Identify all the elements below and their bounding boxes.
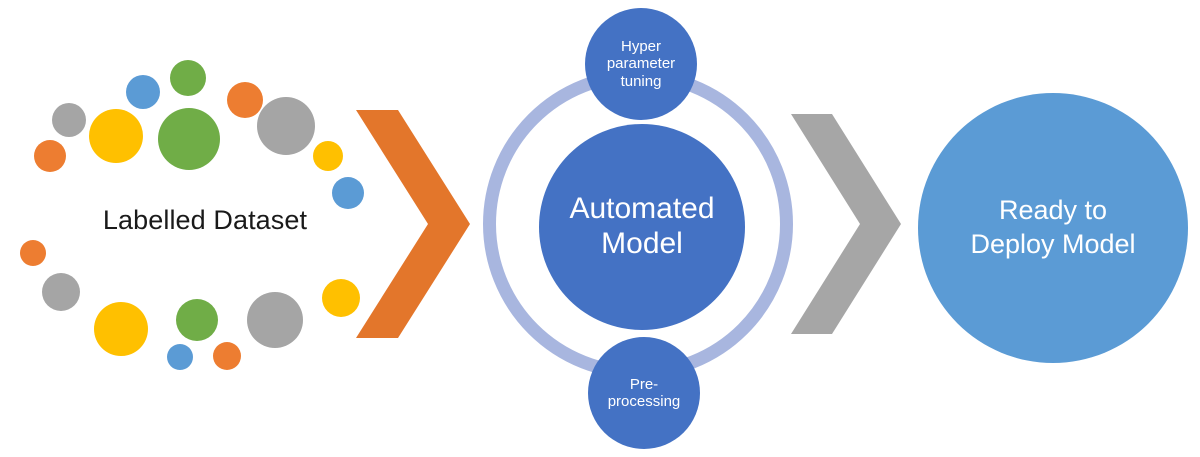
dataset-dot-blue bbox=[167, 344, 193, 370]
hyperparameter-tuning-label: Hyper parameter tuning bbox=[606, 37, 676, 90]
dataset-dot-orange bbox=[213, 342, 241, 370]
dataset-dot-yellow bbox=[322, 279, 360, 317]
dataset-dot-blue bbox=[126, 75, 160, 109]
dataset-dot-green bbox=[170, 60, 206, 96]
dataset-dot-grey bbox=[257, 97, 315, 155]
automated-model-label: Automated Model bbox=[569, 192, 715, 260]
dataset-dot-green bbox=[176, 299, 218, 341]
dataset-dot-yellow bbox=[313, 141, 343, 171]
pre-processing-node[interactable]: Pre- processing bbox=[588, 337, 700, 449]
orange-chevron-icon bbox=[352, 108, 474, 340]
dataset-dot-grey bbox=[247, 292, 303, 348]
labelled-dataset-group: Labelled Dataset bbox=[0, 0, 400, 457]
pre-processing-label: Pre- processing bbox=[607, 375, 681, 410]
dataset-dot-orange bbox=[34, 140, 66, 172]
dataset-dot-orange bbox=[20, 240, 46, 266]
dataset-dot-yellow bbox=[94, 302, 148, 356]
dataset-dot-blue bbox=[332, 177, 364, 209]
dataset-dot-green bbox=[158, 108, 220, 170]
dataset-dot-grey bbox=[42, 273, 80, 311]
ready-to-deploy-label: Ready to Deploy Model bbox=[970, 195, 1136, 259]
hyperparameter-tuning-node[interactable]: Hyper parameter tuning bbox=[585, 8, 697, 120]
ready-to-deploy-node[interactable]: Ready to Deploy Model bbox=[918, 93, 1188, 363]
automated-model-node[interactable]: Automated Model bbox=[539, 124, 745, 330]
dataset-dot-grey bbox=[52, 103, 86, 137]
dataset-dot-orange bbox=[227, 82, 263, 118]
grey-chevron-icon bbox=[788, 112, 904, 336]
dataset-dot-yellow bbox=[89, 109, 143, 163]
labelled-dataset-label: Labelled Dataset bbox=[102, 205, 308, 235]
